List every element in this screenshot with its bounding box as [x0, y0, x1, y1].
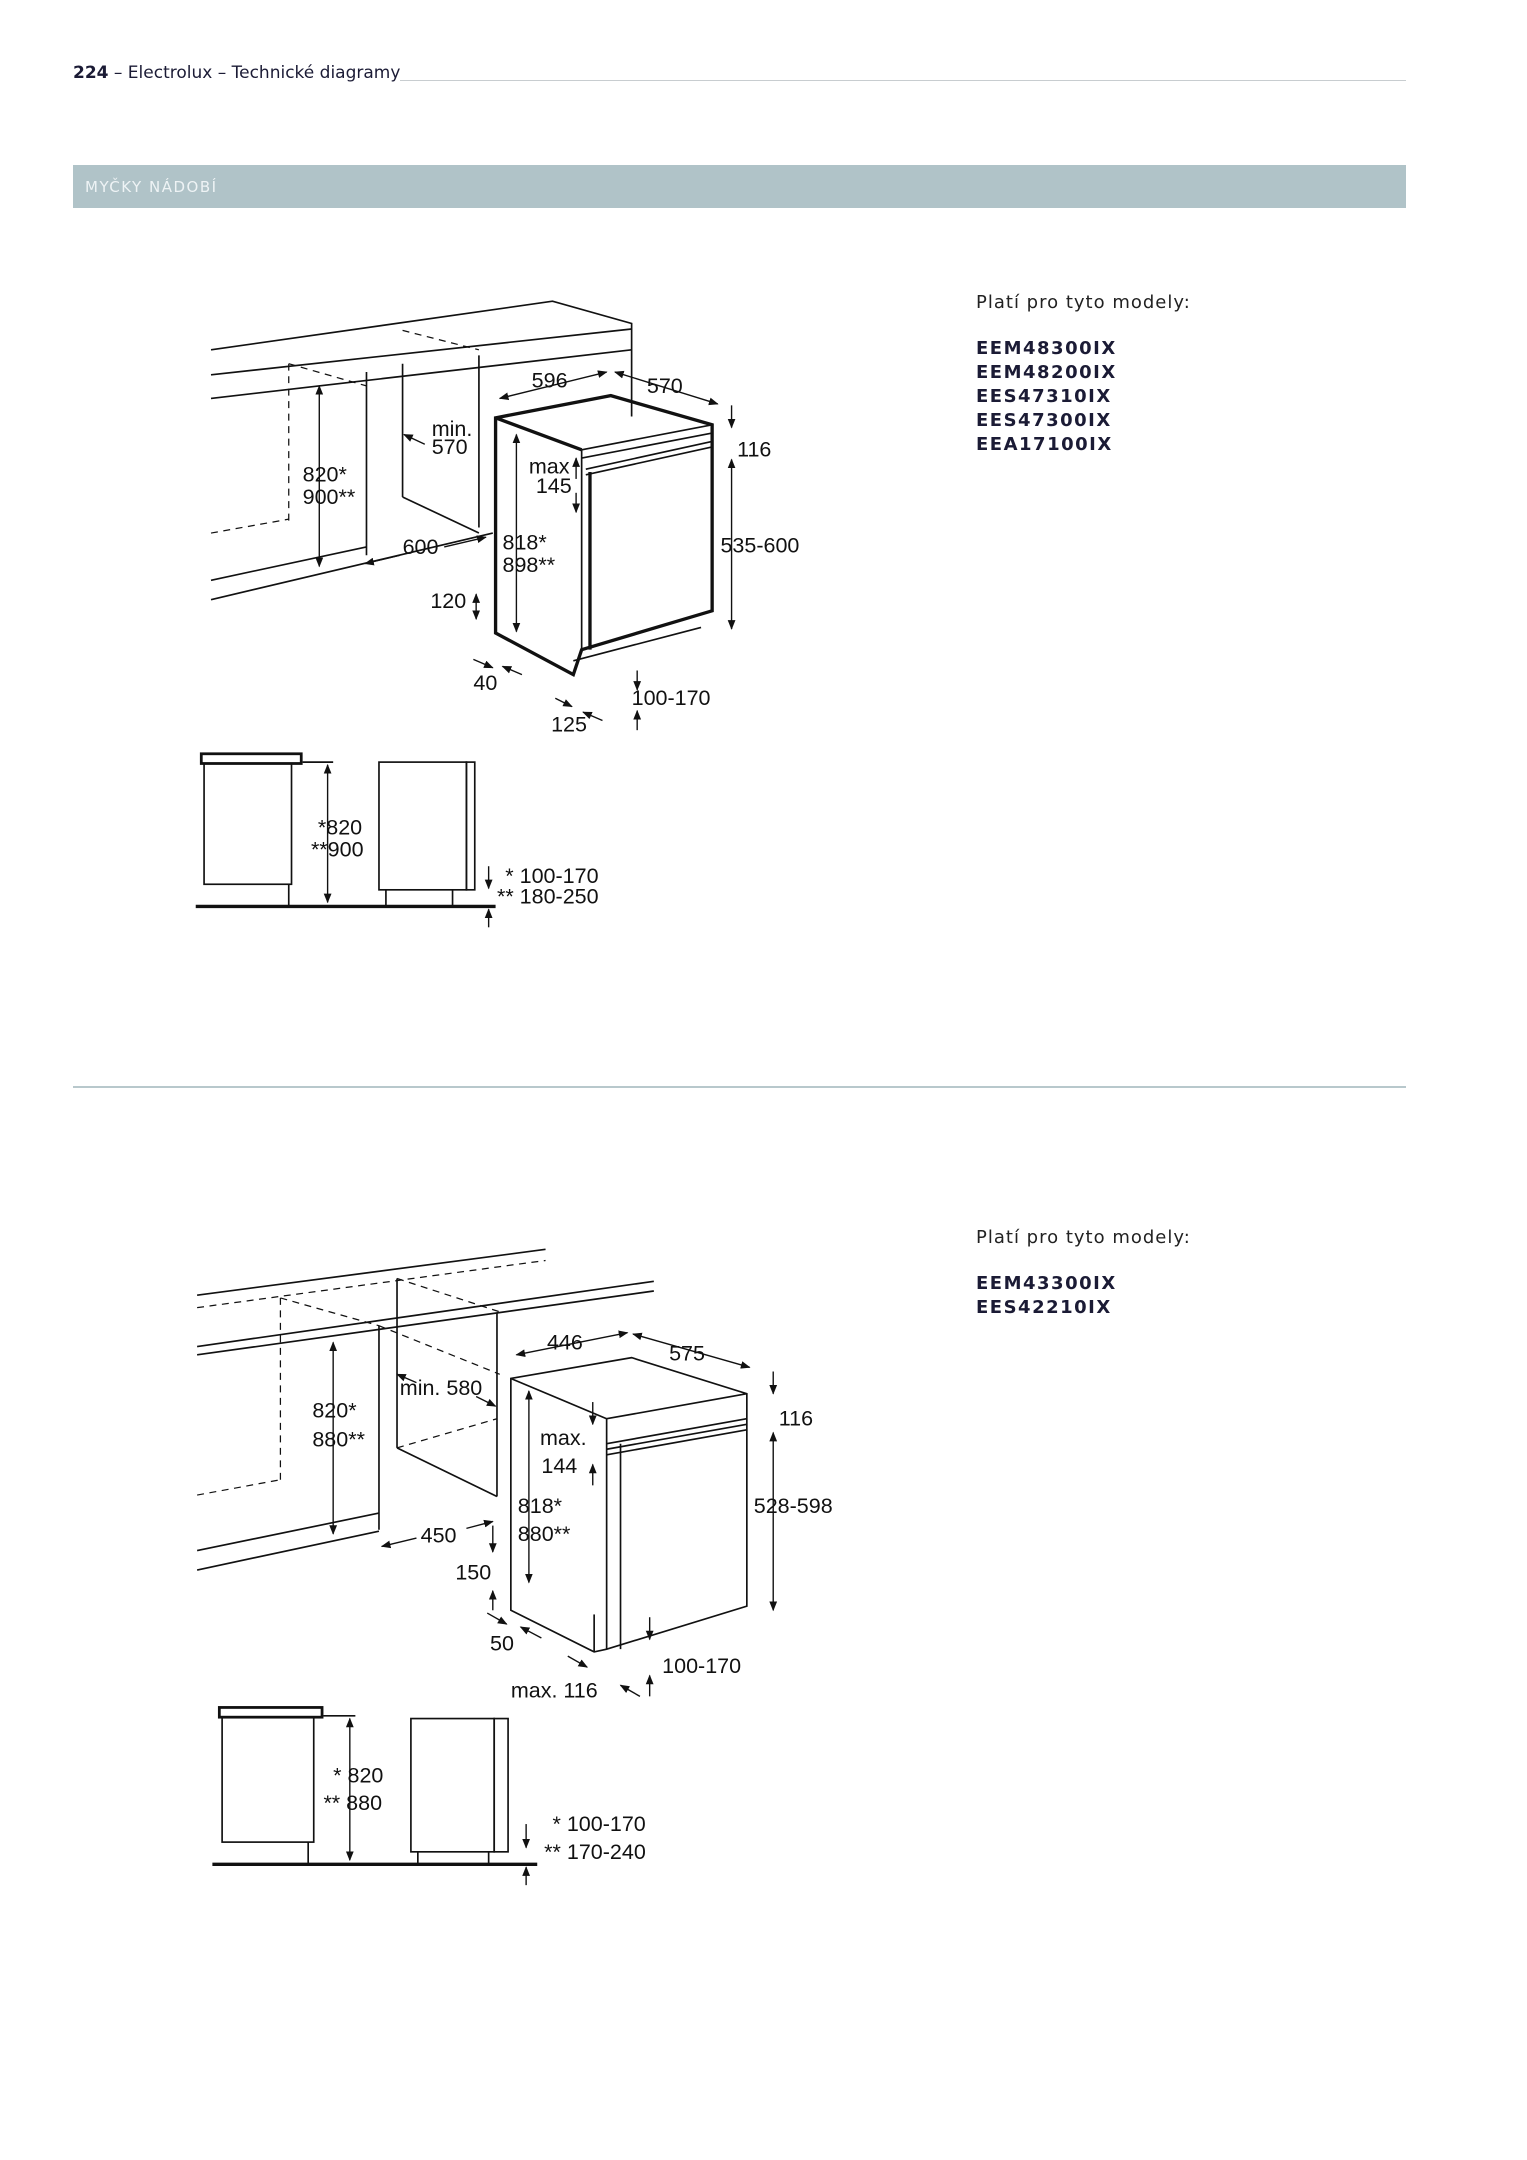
dim-plinth-d: 40 [473, 671, 497, 695]
dim-top: 116 [737, 438, 771, 462]
side-gap2: ** 170-240 [544, 1840, 646, 1864]
model-item: EES47310IX [976, 386, 1112, 407]
dim-depth: 570 [647, 374, 683, 398]
page-header: 224 – Electrolux – Technické diagramy [73, 63, 400, 83]
side-h2: ** 880 [323, 1791, 382, 1815]
dim-door: 535-600 [720, 533, 799, 557]
dim-unit-h2: 880** [518, 1522, 571, 1546]
dim-plinth-d: 50 [490, 1632, 514, 1656]
dim-niche-min-val: 570 [432, 435, 468, 459]
model-item: EEA17100IX [976, 434, 1113, 455]
diagram-1-perspective [210, 300, 736, 731]
diagram-2-perspective [196, 1248, 778, 1697]
side-gap2: ** 180-250 [497, 885, 599, 909]
dim-max-val: 144 [541, 1454, 577, 1478]
dim-plinth-h: 120 [430, 589, 466, 613]
model-item: EES47300IX [976, 410, 1112, 431]
dim-niche-h2: 900** [303, 485, 356, 509]
dim-niche-h1: 820* [312, 1398, 357, 1422]
model-item: EES42210IX [976, 1297, 1112, 1318]
dim-gap: 100-170 [632, 686, 711, 710]
header-rule [400, 80, 1406, 81]
section-band: MYČKY NÁDOBÍ [73, 165, 1406, 208]
dim-niche-w: 450 [421, 1523, 457, 1547]
dim-unit-h1: 818* [518, 1494, 563, 1518]
side-gap1: * 100-170 [505, 864, 598, 888]
dim-niche-w: 600 [403, 535, 439, 559]
model-item: EEM43300IX [976, 1273, 1117, 1294]
model-item: EEM48300IX [976, 338, 1117, 359]
models-lead: Platí pro tyto modely: [976, 292, 1191, 313]
model-item: EEM48200IX [976, 362, 1117, 383]
models-list-1: Platí pro tyto modely: EEM48300IX EEM482… [976, 292, 1191, 457]
dim-niche-h2: 880** [312, 1427, 365, 1451]
header-title: – Electrolux – Technické diagramy [108, 63, 401, 83]
dim-depth: 575 [669, 1341, 705, 1365]
section-title: MYČKY NÁDOBÍ [85, 178, 218, 196]
side-h1: *820 [318, 815, 362, 839]
dim-width: 596 [532, 368, 568, 392]
side-h1: * 820 [333, 1763, 383, 1787]
side-h2: **900 [311, 838, 364, 862]
dim-max: max. [540, 1426, 587, 1450]
diagram-2-side [212, 1706, 538, 1886]
side-gap1: * 100-170 [552, 1812, 645, 1836]
dim-max-val: 145 [536, 474, 572, 498]
dim-recess: max. 116 [511, 1679, 598, 1703]
models-lead: Platí pro tyto modely: [976, 1227, 1191, 1248]
dim-unit-h1: 818* [503, 531, 548, 555]
dim-top: 116 [779, 1407, 813, 1431]
section-divider [73, 1086, 1406, 1088]
dim-plinth-h: 150 [455, 1561, 491, 1585]
dim-gap: 100-170 [662, 1654, 741, 1678]
dim-recess: 125 [551, 713, 587, 737]
dim-unit-h2: 898** [503, 553, 556, 577]
dim-niche-min: min. [432, 417, 473, 441]
dim-niche-h1: 820* [303, 463, 348, 487]
models-list-2: Platí pro tyto modely: EEM43300IX EES422… [976, 1227, 1191, 1320]
diagram-1-side [195, 752, 496, 928]
dim-max: max [529, 454, 570, 478]
dim-niche-min: min. 580 [400, 1376, 483, 1400]
dim-width: 446 [547, 1330, 583, 1354]
page-number: 224 [73, 63, 109, 83]
dim-door: 528-598 [754, 1494, 833, 1518]
